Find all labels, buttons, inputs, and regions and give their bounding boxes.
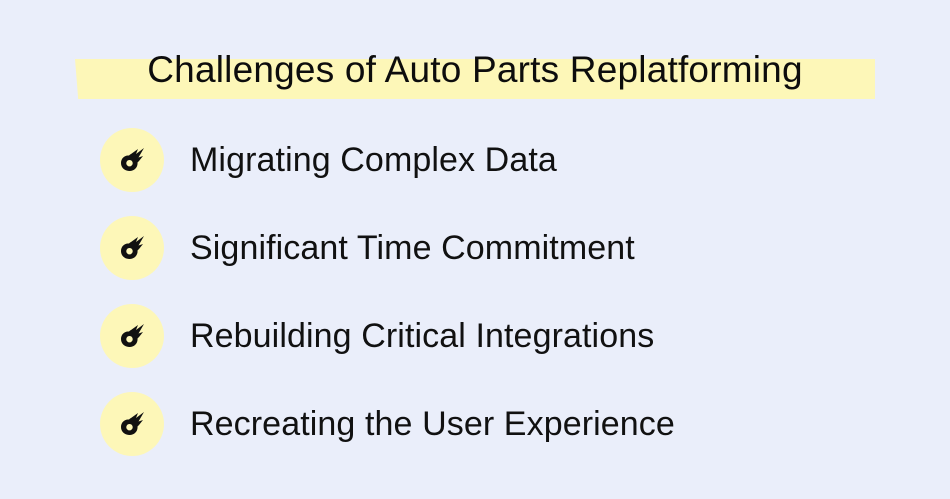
list-item: Rebuilding Critical Integrations — [100, 304, 675, 368]
icon-badge — [100, 392, 164, 456]
icon-badge — [100, 304, 164, 368]
challenges-list: Migrating Complex Data Significant Time … — [100, 128, 675, 480]
comet-icon — [121, 324, 144, 347]
list-item: Recreating the User Experience — [100, 392, 675, 456]
title-highlight — [75, 59, 875, 99]
item-label: Significant Time Commitment — [190, 229, 635, 267]
icon-badge — [100, 128, 164, 192]
list-item: Significant Time Commitment — [100, 216, 675, 280]
list-item: Migrating Complex Data — [100, 128, 675, 192]
page-title: Challenges of Auto Parts Replatforming — [147, 49, 803, 90]
comet-icon — [121, 412, 144, 435]
item-label: Rebuilding Critical Integrations — [190, 317, 655, 355]
item-label: Migrating Complex Data — [190, 141, 557, 179]
title-block: Challenges of Auto Parts Replatforming — [75, 38, 875, 102]
icon-badge — [100, 216, 164, 280]
comet-icon — [121, 236, 144, 259]
comet-icon — [121, 148, 144, 171]
item-label: Recreating the User Experience — [190, 405, 675, 443]
